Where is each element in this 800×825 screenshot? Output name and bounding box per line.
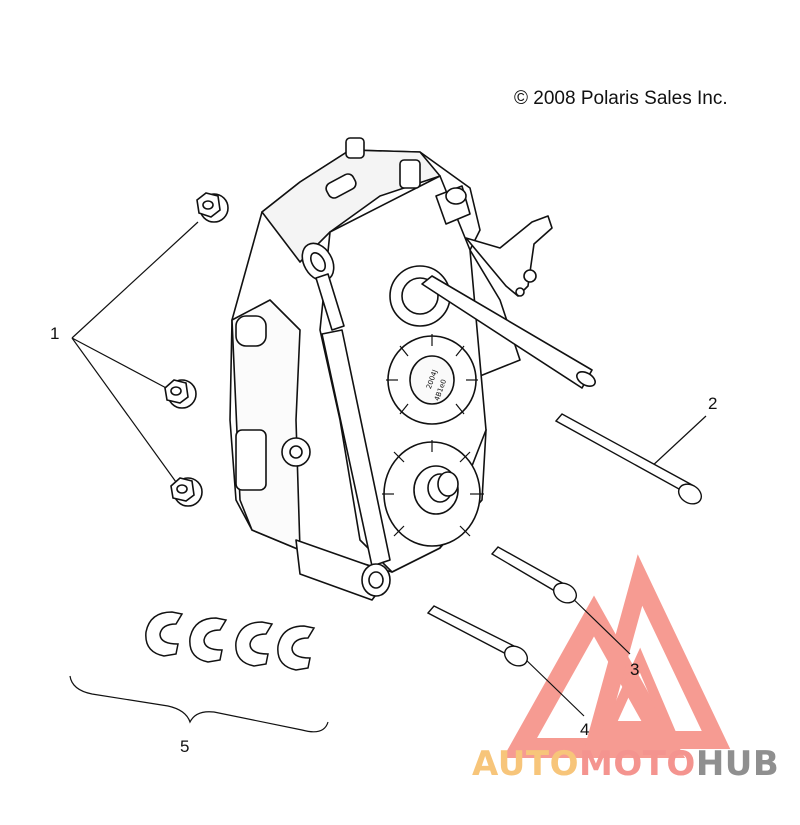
watermark-part-auto: AUTO <box>472 744 579 784</box>
leader-1c <box>71 337 177 483</box>
leader-4 <box>521 655 585 717</box>
flange-nut-top <box>196 192 229 223</box>
shim-set <box>145 611 316 671</box>
bracket-5 <box>69 675 329 733</box>
flange-nut-bottom <box>170 477 203 507</box>
callout-2: 2 <box>708 394 718 413</box>
watermark-text: AUTOMOTOHUB <box>472 744 779 784</box>
watermark-logo <box>502 554 731 758</box>
copyright-notice: © 2008 Polaris Sales Inc. <box>514 88 728 109</box>
leader-3 <box>565 591 631 655</box>
callout-4: 4 <box>580 720 590 739</box>
leader-1a <box>71 221 199 339</box>
callout-1: 1 <box>50 324 60 343</box>
bolt-long <box>554 413 703 505</box>
leader-1b <box>71 337 171 391</box>
flange-nut-middle <box>164 379 197 409</box>
transmission-housing <box>229 137 596 601</box>
bolt-medium <box>490 546 578 604</box>
callout-3: 3 <box>630 660 640 679</box>
callout-5: 5 <box>180 737 190 756</box>
watermark-part-hub: HUB <box>695 744 780 784</box>
leader-2 <box>649 415 707 469</box>
bolt-short <box>426 605 529 667</box>
gear-cover-fins <box>382 334 484 537</box>
watermark-part-moto: MOTO <box>578 744 696 784</box>
